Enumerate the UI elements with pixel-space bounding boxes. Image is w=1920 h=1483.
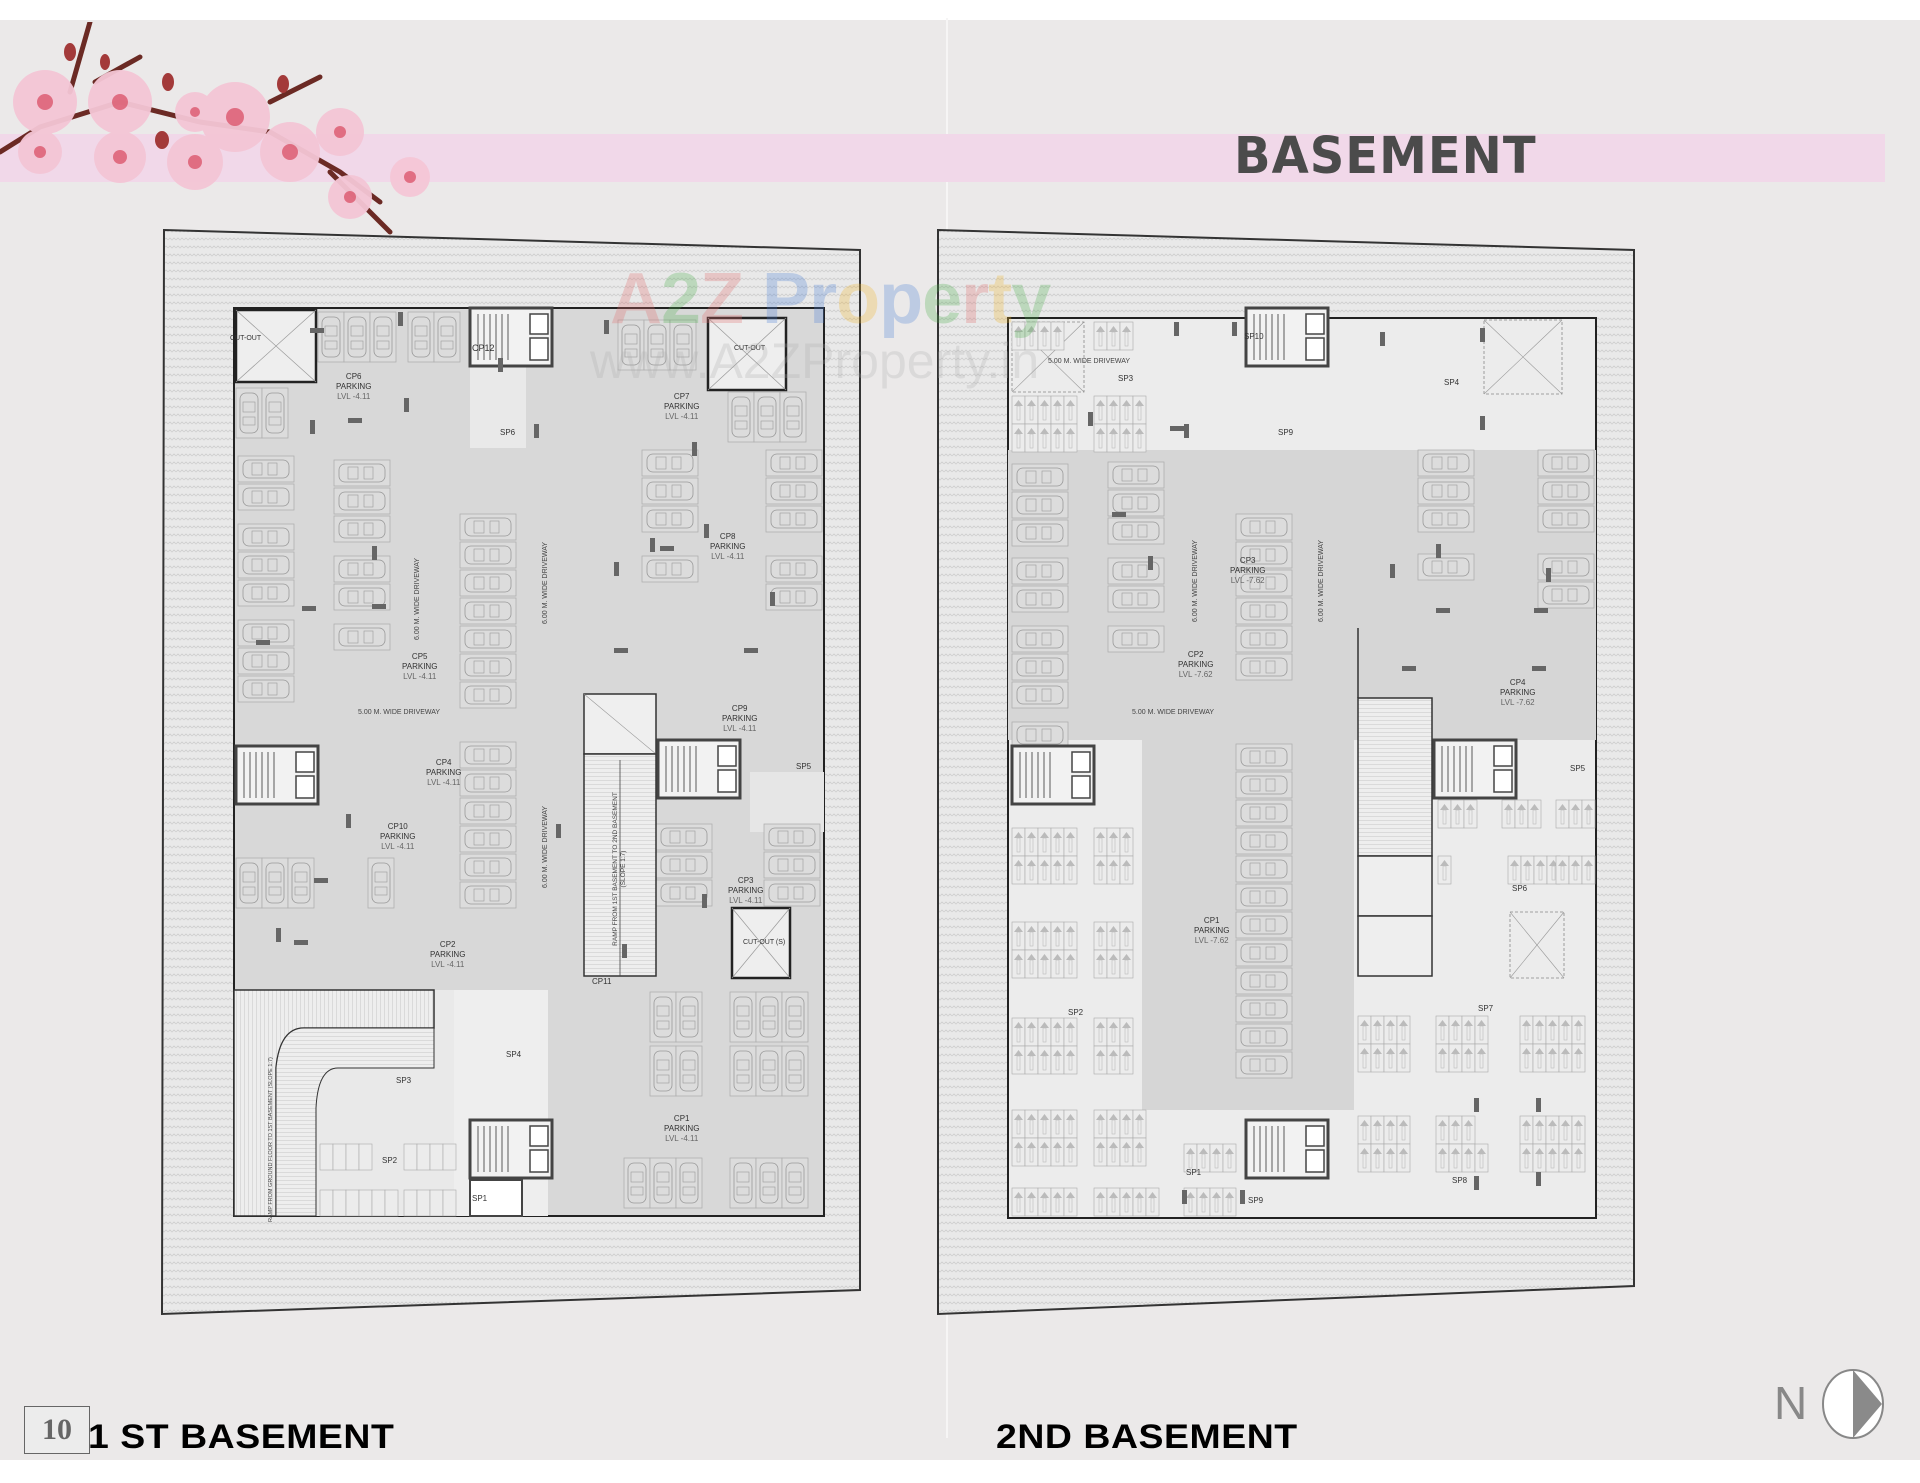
ramp-label: RAMP FROM 1ST BASEMENT TO 2ND BASEMENT (… — [612, 792, 627, 946]
driveway-label: 6.00 M. WIDE DRIVEWAY — [542, 541, 549, 624]
watermark: A2Z Property — [610, 259, 1051, 339]
north-label: N — [1774, 1377, 1808, 1429]
tag-sp6: SP6 — [1512, 884, 1528, 893]
compass-icon — [1822, 1369, 1884, 1439]
driveway-label: 6.00 M. WIDE DRIVEWAY — [1192, 539, 1199, 622]
tag-sp9: SP9 — [1248, 1196, 1264, 1205]
tag-sp6: SP6 — [500, 428, 516, 437]
tag-sp8: SP8 — [1452, 1176, 1468, 1185]
driveway-label: 5.00 M. WIDE DRIVEWAY — [1132, 709, 1215, 716]
tag-sp4: SP4 — [506, 1050, 522, 1059]
second-basement-plan — [937, 228, 1635, 1316]
tag-sp1: SP1 — [1186, 1168, 1202, 1177]
tag-sp9: SP9 — [1278, 428, 1294, 437]
cherry-blossom-icon — [0, 22, 430, 235]
ramp-label: RAMP FROM GROUND FLOOR TO 1ST BASEMENT (… — [268, 1057, 274, 1222]
tag-sp2: SP2 — [1068, 1008, 1084, 1017]
tag-sp1: SP1 — [472, 1194, 488, 1203]
cutout-label: CUT-OUT (S) — [743, 939, 786, 946]
cutout-label: CUT-OUT — [230, 335, 262, 342]
tag-cp11: CP11 — [592, 977, 612, 986]
driveway-label: 6.00 M. WIDE DRIVEWAY — [1318, 539, 1325, 622]
tag-sp2: SP2 — [382, 1156, 398, 1165]
tag-sp3: SP3 — [396, 1076, 412, 1085]
tag-sp4: SP4 — [1444, 378, 1460, 387]
tag-sp10: SP10 — [1244, 332, 1264, 341]
tag-sp5: SP5 — [1570, 764, 1586, 773]
first-basement-plan — [160, 228, 861, 1316]
cutout-label: CUT-OUT — [734, 345, 766, 352]
page-number: 10 — [24, 1406, 90, 1454]
tag-sp5: SP5 — [796, 762, 812, 771]
driveway-label: 5.00 M. WIDE DRIVEWAY — [358, 709, 441, 716]
page-title: BASEMENT — [1234, 126, 1537, 186]
tag-sp3: SP3 — [1118, 374, 1134, 383]
driveway-label: 5.00 M. WIDE DRIVEWAY — [1048, 358, 1131, 365]
first-basement-title: 1 ST BASEMENT — [88, 1418, 395, 1456]
tag-cp12: CP12 — [472, 343, 495, 353]
driveway-label: 6.00 M. WIDE DRIVEWAY — [542, 805, 549, 888]
tag-sp7: SP7 — [1478, 1004, 1494, 1013]
watermark-url: www.A2ZProperty.in — [590, 333, 1040, 389]
driveway-label: 6.00 M. WIDE DRIVEWAY — [414, 557, 421, 640]
second-basement-title: 2ND BASEMENT — [996, 1418, 1298, 1456]
